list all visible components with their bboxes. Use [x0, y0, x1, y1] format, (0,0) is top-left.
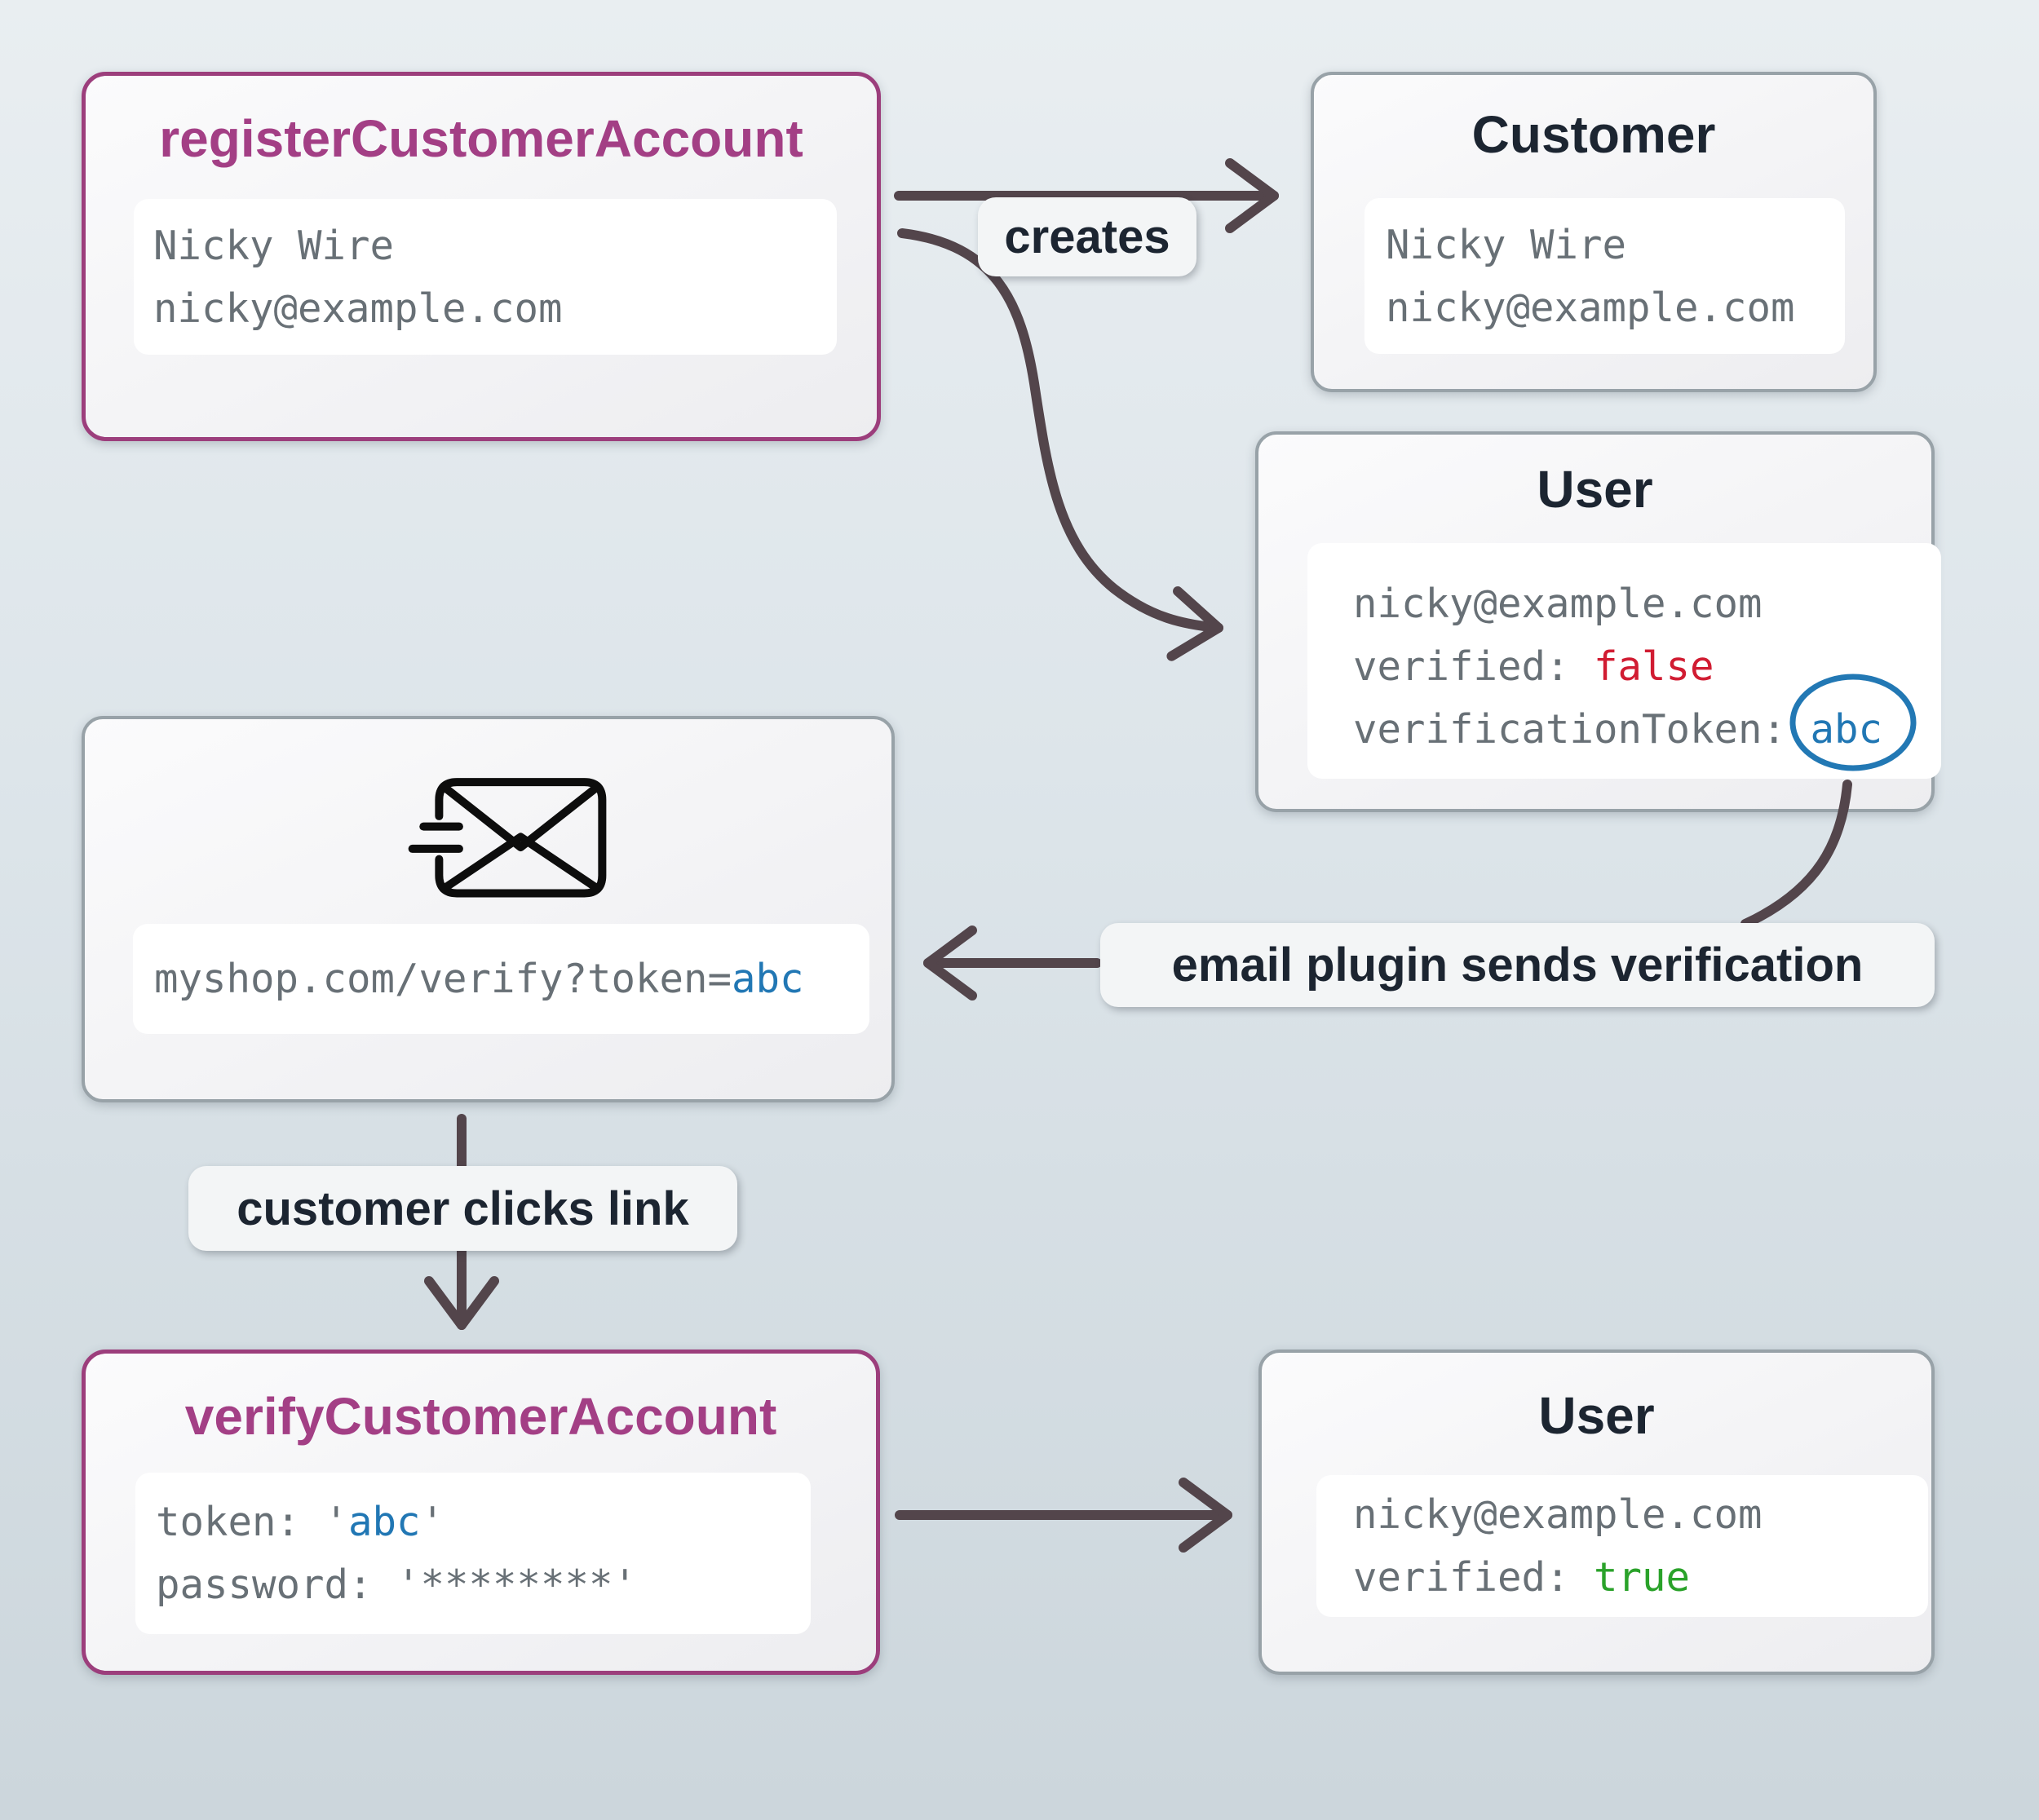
user-unverified-record: nicky@example.com verified: false verifi… [1307, 543, 1941, 779]
verification-link-token: abc [732, 956, 804, 1002]
user-verified-line: verified: true [1353, 1546, 1928, 1609]
register-customer-account-card: registerCustomerAccount Nicky Wire nicky… [82, 72, 881, 441]
verify-customer-account-card: verifyCustomerAccount token: 'abc' passw… [82, 1350, 880, 1675]
verification-email-card: myshop.com/verify?token=abc [82, 716, 895, 1102]
user-token-line: verificationToken: abc [1353, 698, 1941, 761]
send-email-icon [408, 778, 607, 898]
email-plugin-sends-verification-label: email plugin sends verification [1100, 923, 1935, 1007]
user-verified-line: verified: false [1353, 635, 1941, 698]
token-suffix: ' [420, 1499, 445, 1545]
verification-link-prefix: myshop.com/verify?token= [154, 956, 732, 1002]
customer-name-text: Nicky Wire [153, 222, 395, 269]
verification-link-text: myshop.com/verify?token=abc [154, 948, 869, 1010]
user-verified-record: nicky@example.com verified: true [1316, 1475, 1928, 1617]
arrow-register-to-user [897, 228, 1223, 661]
customer-name-text: Nicky Wire [1386, 221, 1627, 268]
verify-card-title: verifyCustomerAccount [184, 1387, 777, 1446]
verification-link-box: myshop.com/verify?token=abc [133, 924, 869, 1034]
password-line: password: '********' [156, 1562, 638, 1608]
customer-email-text: nicky@example.com [153, 285, 563, 332]
verified-label: verified: [1353, 1554, 1594, 1601]
user-card-title: User [1538, 1386, 1655, 1445]
verify-card-record: token: 'abc' password: '********' [135, 1473, 811, 1634]
user-card-title: User [1537, 460, 1653, 519]
customer-card-record: Nicky Wire nicky@example.com [1364, 198, 1845, 354]
creates-label: creates [978, 197, 1196, 276]
customer-card: Customer Nicky Wire nicky@example.com [1311, 72, 1877, 392]
register-card-record: Nicky Wire nicky@example.com [134, 199, 837, 355]
customer-email-text: nicky@example.com [1386, 284, 1795, 331]
customer-card-title: Customer [1471, 105, 1716, 164]
verified-value-false: false [1594, 643, 1714, 690]
verification-token-label: verificationToken: [1353, 706, 1811, 753]
token-value: abc [348, 1499, 421, 1545]
user-verified-card: User nicky@example.com verified: true [1258, 1350, 1935, 1675]
token-prefix: token: ' [156, 1499, 349, 1545]
customer-clicks-link-label: customer clicks link [188, 1166, 737, 1251]
token-line: token: 'abc' [156, 1491, 811, 1553]
user-unverified-card: User nicky@example.com verified: false v… [1255, 431, 1941, 812]
register-card-title: registerCustomerAccount [159, 109, 803, 168]
user-email-text: nicky@example.com [1353, 1491, 1763, 1538]
verification-token-value: abc [1810, 706, 1883, 753]
verified-value-true: true [1594, 1554, 1691, 1601]
user-email-text: nicky@example.com [1353, 581, 1763, 627]
verified-label: verified: [1353, 643, 1594, 690]
